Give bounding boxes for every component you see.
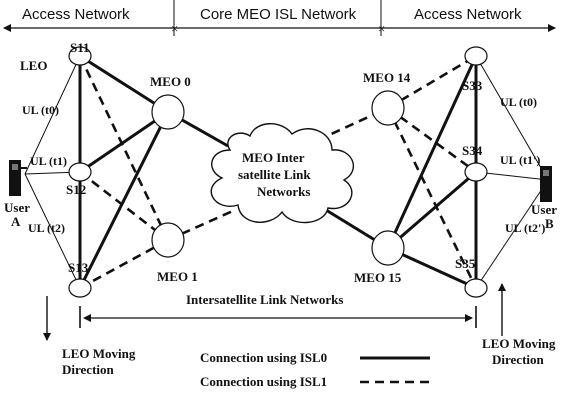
isl0-meo15-s34: [387, 170, 477, 250]
label-s11: S11: [70, 40, 90, 55]
leo-moving-right-line2: Direction: [492, 352, 545, 367]
label-s13: S13: [68, 260, 89, 275]
meo-nodes: [151, 90, 405, 266]
user-a-phone-screen-icon: [12, 164, 18, 170]
leo-nodes: [68, 46, 488, 298]
label-s34: S34: [462, 143, 483, 158]
node-s11: [68, 46, 92, 66]
node-s34: [464, 162, 488, 182]
leo-label: LEO: [20, 58, 47, 73]
isl1-meo14-s34: [387, 106, 477, 174]
isl1-meo14-s35: [386, 107, 478, 289]
node-s35: [464, 278, 488, 298]
core-network-label: Core MEO ISL Network: [200, 6, 357, 23]
node-meo0: [151, 94, 185, 130]
legend-isl0-label: Connection using ISL0: [200, 350, 327, 365]
isl0-s12-meo0: [79, 110, 169, 174]
label-s33: S33: [462, 78, 483, 93]
ul-t1-right-label: UL (t1'): [500, 153, 540, 167]
access-network-right-label: Access Network: [414, 6, 522, 23]
ul-t0-left-label: UL (t0): [22, 103, 59, 117]
isl1-s11-meo1: [78, 55, 170, 241]
user-b-label-line2: B: [545, 216, 554, 231]
ul-t2-right-label: UL (t2'): [505, 221, 545, 235]
node-s13: [68, 278, 92, 298]
isl1-meo14-s33: [387, 54, 477, 110]
node-meo14: [371, 90, 405, 126]
isl-networks-label: Intersatellite Link Networks: [186, 292, 343, 307]
header-band: × × Access Network Core MEO ISL Network …: [3, 0, 556, 36]
ul-t1-left-label: UL (t1): [30, 154, 67, 168]
isl-span: Intersatellite Link Networks: [79, 292, 477, 328]
uplink-left-t0: [24, 55, 81, 175]
label-s35: S35: [455, 256, 476, 271]
cloud-shape: [210, 123, 355, 224]
node-meo1: [151, 222, 185, 258]
isl0-links: [78, 54, 478, 290]
label-s12: S12: [66, 182, 86, 197]
uplink-right-t0: [475, 55, 549, 181]
label-meo1: MEO 1: [157, 269, 198, 284]
boundary-left-cross: ×: [171, 21, 178, 36]
node-s33: [464, 46, 488, 66]
user-a: User A: [4, 160, 30, 229]
cloud-label-line3: Networks: [257, 184, 310, 199]
label-meo0: MEO 0: [150, 74, 191, 89]
isl0-meo15-s33: [386, 55, 478, 249]
leo-moving-left-line2: Direction: [62, 362, 115, 377]
leo-moving-right: LEO Moving Direction: [482, 283, 556, 367]
node-meo15: [371, 230, 405, 266]
uplink-right-t1: [475, 171, 549, 181]
meo-isl-cloud: MEO Inter satellite Link Networks: [210, 123, 355, 224]
isl1-s12-meo1: [79, 170, 169, 242]
label-meo14: MEO 14: [363, 70, 411, 85]
right-uplinks: [475, 55, 549, 289]
leo-moving-left-line1: LEO Moving: [62, 346, 136, 361]
node-s12: [68, 162, 92, 182]
isl0-s11-meo0: [79, 54, 169, 114]
user-b-label-line1: User: [531, 202, 557, 217]
label-meo15: MEO 15: [354, 270, 402, 285]
legend-isl1-label: Connection using ISL1: [200, 374, 327, 389]
uplink-right-t2: [475, 179, 549, 289]
cloud-label-line2: satellite Link: [238, 167, 311, 182]
boundary-right-cross: ×: [378, 21, 385, 36]
user-b: User B: [531, 166, 557, 231]
ul-t2-left-label: UL (t2): [28, 221, 65, 235]
uplink-left-t2: [24, 173, 81, 289]
legend: Connection using ISL0 Connection using I…: [200, 350, 430, 389]
user-a-label-line2: A: [11, 214, 21, 229]
cloud-label-line1: MEO Inter: [242, 150, 305, 165]
leo-moving-left: LEO Moving Direction: [43, 296, 136, 377]
isl1-meo1-cloud: [167, 208, 236, 242]
user-a-label-line1: User: [4, 200, 30, 215]
leo-moving-right-line1: LEO Moving: [482, 336, 556, 351]
user-b-phone-screen-icon: [543, 170, 549, 176]
access-network-left-label: Access Network: [22, 6, 130, 23]
isl0-s13-meo0: [78, 111, 170, 289]
ul-t0-right-label: UL (t0): [500, 95, 537, 109]
